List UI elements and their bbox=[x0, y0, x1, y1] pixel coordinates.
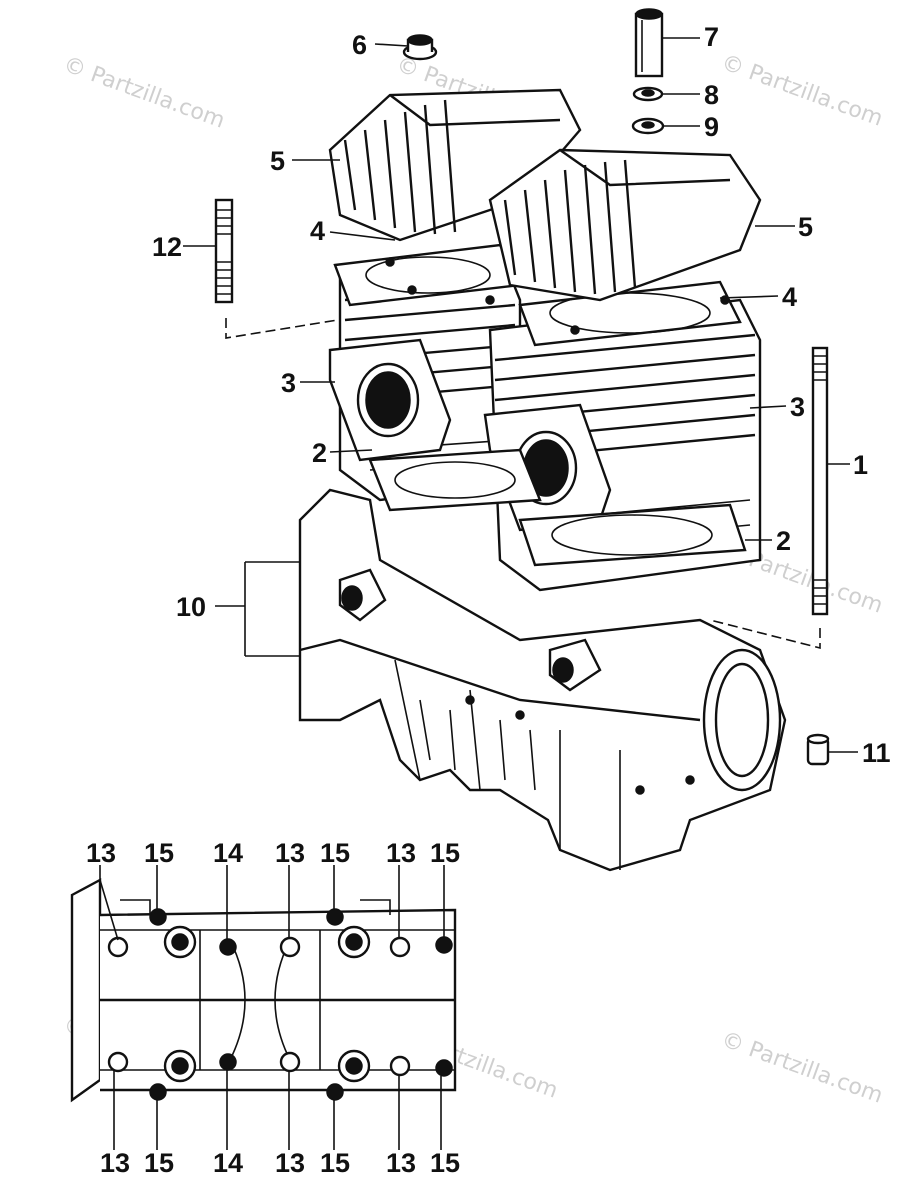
label-14: 14 bbox=[213, 1148, 243, 1178]
callout-4b: 4 bbox=[782, 282, 797, 312]
callout-6: 6 bbox=[352, 30, 367, 60]
bottom-view-labels-bottom: 13 15 14 13 15 13 15 bbox=[100, 1148, 460, 1178]
callout-4a: 4 bbox=[310, 216, 325, 246]
part-washer-9 bbox=[631, 117, 665, 135]
part-cylinder-head-5b bbox=[488, 148, 762, 302]
callout-2b: 2 bbox=[776, 526, 791, 556]
callout-leaders bbox=[183, 37, 858, 753]
label-13: 13 bbox=[100, 1148, 130, 1178]
part-long-stud-1 bbox=[709, 346, 829, 650]
part-head-gasket-4b bbox=[518, 280, 742, 347]
label-13: 13 bbox=[275, 1148, 305, 1178]
watermark: © Partzilla.com bbox=[60, 52, 228, 134]
callout-3b: 3 bbox=[790, 392, 805, 422]
part-stud-12 bbox=[214, 198, 351, 339]
label-14: 14 bbox=[213, 838, 243, 868]
callout-8: 8 bbox=[704, 80, 719, 110]
part-head-gasket-4a bbox=[333, 243, 522, 307]
watermark: © Partzilla.com bbox=[718, 1027, 886, 1109]
label-15: 15 bbox=[320, 1148, 350, 1178]
part-washer-8 bbox=[632, 86, 664, 102]
part-exhaust-flange-3a bbox=[328, 338, 452, 462]
label-13: 13 bbox=[386, 1148, 416, 1178]
callout-5b: 5 bbox=[798, 212, 813, 242]
label-15: 15 bbox=[144, 838, 174, 868]
label-15: 15 bbox=[430, 838, 460, 868]
part-base-gasket-2b bbox=[518, 503, 747, 567]
callout-11: 11 bbox=[862, 738, 891, 768]
callout-5a: 5 bbox=[270, 146, 285, 176]
callout-7: 7 bbox=[704, 22, 719, 52]
callout-9: 9 bbox=[704, 112, 719, 142]
bottom-view-labels-top: 13 15 14 13 15 13 15 bbox=[86, 838, 460, 868]
part-sleeve-7 bbox=[634, 8, 664, 78]
part-crankcase-10 bbox=[298, 488, 787, 872]
label-15: 15 bbox=[430, 1148, 460, 1178]
part-plug-11 bbox=[806, 733, 830, 766]
callout-12: 12 bbox=[152, 232, 182, 262]
callout-labels: 6 7 8 9 5 4 5 4 12 3 3 2 2 1 11 10 bbox=[152, 22, 891, 768]
label-13: 13 bbox=[386, 838, 416, 868]
label-13: 13 bbox=[275, 838, 305, 868]
label-13: 13 bbox=[86, 838, 116, 868]
crankcase-bottom-view bbox=[70, 865, 457, 1150]
callout-10: 10 bbox=[176, 592, 206, 622]
label-15: 15 bbox=[320, 838, 350, 868]
callout-3a: 3 bbox=[281, 368, 296, 398]
part-nut-6 bbox=[402, 34, 438, 61]
watermark: © Partzilla.com bbox=[718, 50, 886, 132]
callout-1: 1 bbox=[853, 450, 868, 480]
label-15: 15 bbox=[144, 1148, 174, 1178]
part-base-gasket-2a bbox=[368, 448, 542, 512]
callout-2a: 2 bbox=[312, 438, 327, 468]
